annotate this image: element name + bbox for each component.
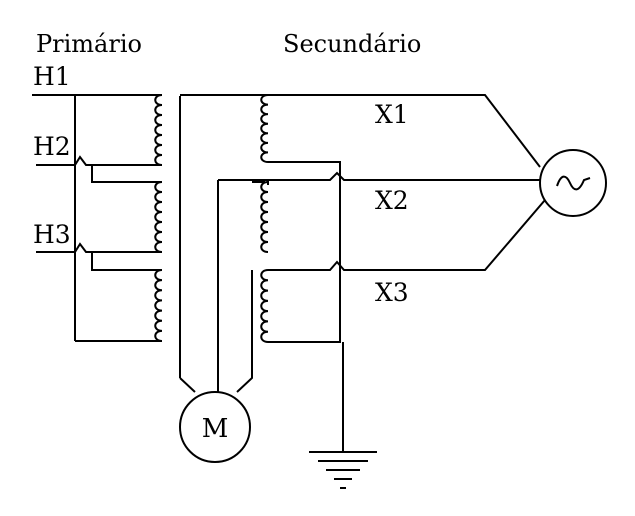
secondary-coils (260, 94, 269, 343)
terminal-x3: X3 (375, 278, 409, 307)
terminal-underlines (36, 164, 54, 253)
ac-source-icon (539, 149, 607, 217)
terminal-h1: H1 (33, 62, 71, 91)
terminal-h2: H2 (33, 132, 71, 161)
secondary-header: Secundário (283, 30, 422, 58)
primary-coils (154, 94, 163, 342)
terminal-x1: X1 (375, 100, 409, 129)
terminal-x2: X2 (375, 186, 409, 215)
primary-header: Primário (36, 30, 142, 58)
primary-wiring (32, 94, 162, 342)
terminal-h3: H3 (33, 220, 71, 249)
motor-label: M (202, 414, 229, 444)
secondary-wiring (179, 94, 546, 452)
motor-icon (179, 391, 251, 463)
ground-icon (309, 451, 377, 489)
